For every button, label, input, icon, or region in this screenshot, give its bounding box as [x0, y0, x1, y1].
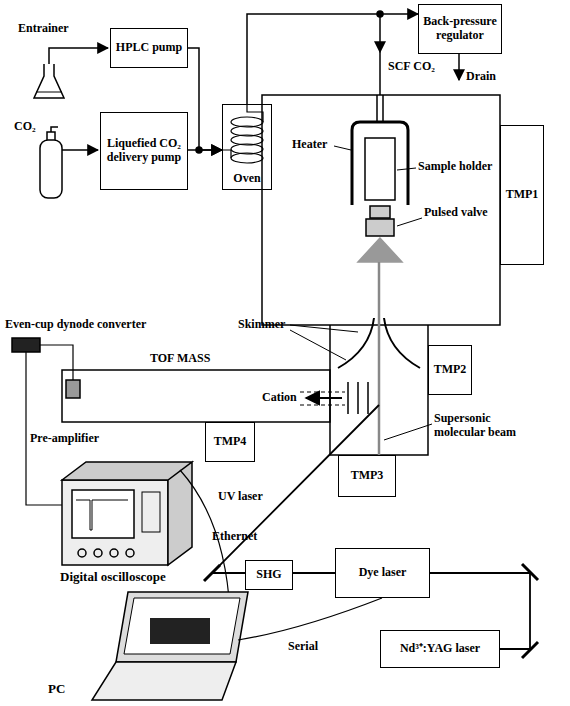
- laser-box: Dye laser: [335, 548, 430, 598]
- flow-label: SCF CO₂: [388, 60, 435, 74]
- ion-label: Cation: [262, 391, 297, 405]
- signal-wire: [40, 345, 73, 380]
- leader-line: [397, 218, 422, 226]
- node-text: TMP3: [351, 469, 384, 483]
- pump-box: TMP1: [500, 125, 544, 265]
- pulsed-valve: [370, 206, 390, 218]
- part-label: Heater: [292, 138, 327, 152]
- laptop: [92, 592, 248, 700]
- tof-tube: [62, 370, 330, 422]
- laser-beam: [293, 572, 335, 574]
- cable-label: Serial: [288, 640, 318, 654]
- part-label: Pulsed valve: [424, 206, 488, 220]
- scf-co2-line: [379, 52, 381, 95]
- sample-holder: [365, 138, 395, 200]
- pump-box: TMP3: [338, 455, 396, 497]
- drain-line: [458, 54, 460, 80]
- beam-label: UV laser: [218, 490, 263, 504]
- co2-line: [62, 149, 98, 151]
- signal-wire: [26, 352, 62, 505]
- leader-line: [397, 168, 416, 170]
- skimmer: [338, 318, 420, 368]
- cable-label: Ethernet: [212, 530, 257, 544]
- mirror: [204, 565, 220, 581]
- node-text: TMP1: [506, 188, 539, 202]
- heater: [352, 122, 408, 205]
- node-text: Liquefied CO₂ delivery pump: [104, 137, 184, 165]
- pump-box: Liquefied CO₂ delivery pump: [100, 112, 188, 190]
- harmonic-generator-box: SHG: [245, 560, 293, 590]
- oven-box: Oven: [222, 104, 272, 190]
- node-text: Back-pressure regulator: [422, 15, 498, 43]
- node-text: HPLC pump: [116, 41, 182, 55]
- leader-line: [384, 424, 432, 440]
- pulsed-valve: [366, 219, 394, 236]
- part-label: Sample holder: [418, 160, 492, 174]
- flow-line: [188, 48, 222, 150]
- flask-liquid: [36, 92, 62, 93]
- pump-box: HPLC pump: [110, 28, 188, 68]
- cylinder-valve: [47, 127, 58, 140]
- node-text: TMP2: [434, 363, 467, 377]
- part-label: Skimmer: [238, 318, 285, 332]
- extraction-plates: [348, 382, 368, 414]
- vacuum-chamber: [262, 95, 500, 325]
- node-text: Oven: [233, 172, 260, 186]
- co2-cylinder: [40, 140, 62, 198]
- node-text: Nd³⁺:YAG laser: [400, 642, 480, 656]
- preamplifier-box: [12, 338, 40, 352]
- part-label: Pre-amplifier: [30, 432, 99, 446]
- oven-coil: [222, 104, 263, 163]
- node-text: Dye laser: [359, 566, 407, 580]
- cation-arrow: [306, 397, 342, 399]
- pump-box: TMP2: [428, 345, 472, 395]
- oscilloscope: [62, 462, 192, 565]
- flow-line: [188, 149, 222, 151]
- gas-label: CO₂: [14, 120, 36, 134]
- instrument-label: Digital oscilloscope: [60, 570, 166, 585]
- dynode-converter: [66, 380, 80, 398]
- node-text: SHG: [256, 568, 281, 582]
- flight-grid: [300, 392, 345, 405]
- pump-box: TMP4: [205, 422, 255, 462]
- node-text: TMP4: [214, 435, 247, 449]
- entrainer-flask: [34, 64, 64, 98]
- flow-line: [247, 14, 418, 104]
- entrainer-line: [49, 48, 108, 64]
- serial-cable: [238, 598, 382, 640]
- instrument-label: TOF MASS: [150, 352, 210, 366]
- leader-line: [290, 325, 358, 360]
- scf-co2-line: [379, 14, 381, 52]
- beam-label: Supersonic molecular beam: [434, 412, 526, 440]
- part-label: Even-cup dynode converter: [5, 318, 146, 332]
- laser-box: Nd³⁺:YAG laser: [380, 630, 500, 668]
- instrument-label: PC: [48, 682, 65, 697]
- jet-cone: [358, 238, 402, 262]
- regulator-box: Back-pressure regulator: [418, 4, 502, 54]
- reagent-label: Entrainer: [18, 22, 69, 36]
- molecular-beam: [378, 262, 381, 455]
- leader-line: [334, 146, 351, 150]
- outlet-label: Drain: [466, 70, 496, 84]
- feed-tube: [377, 95, 383, 122]
